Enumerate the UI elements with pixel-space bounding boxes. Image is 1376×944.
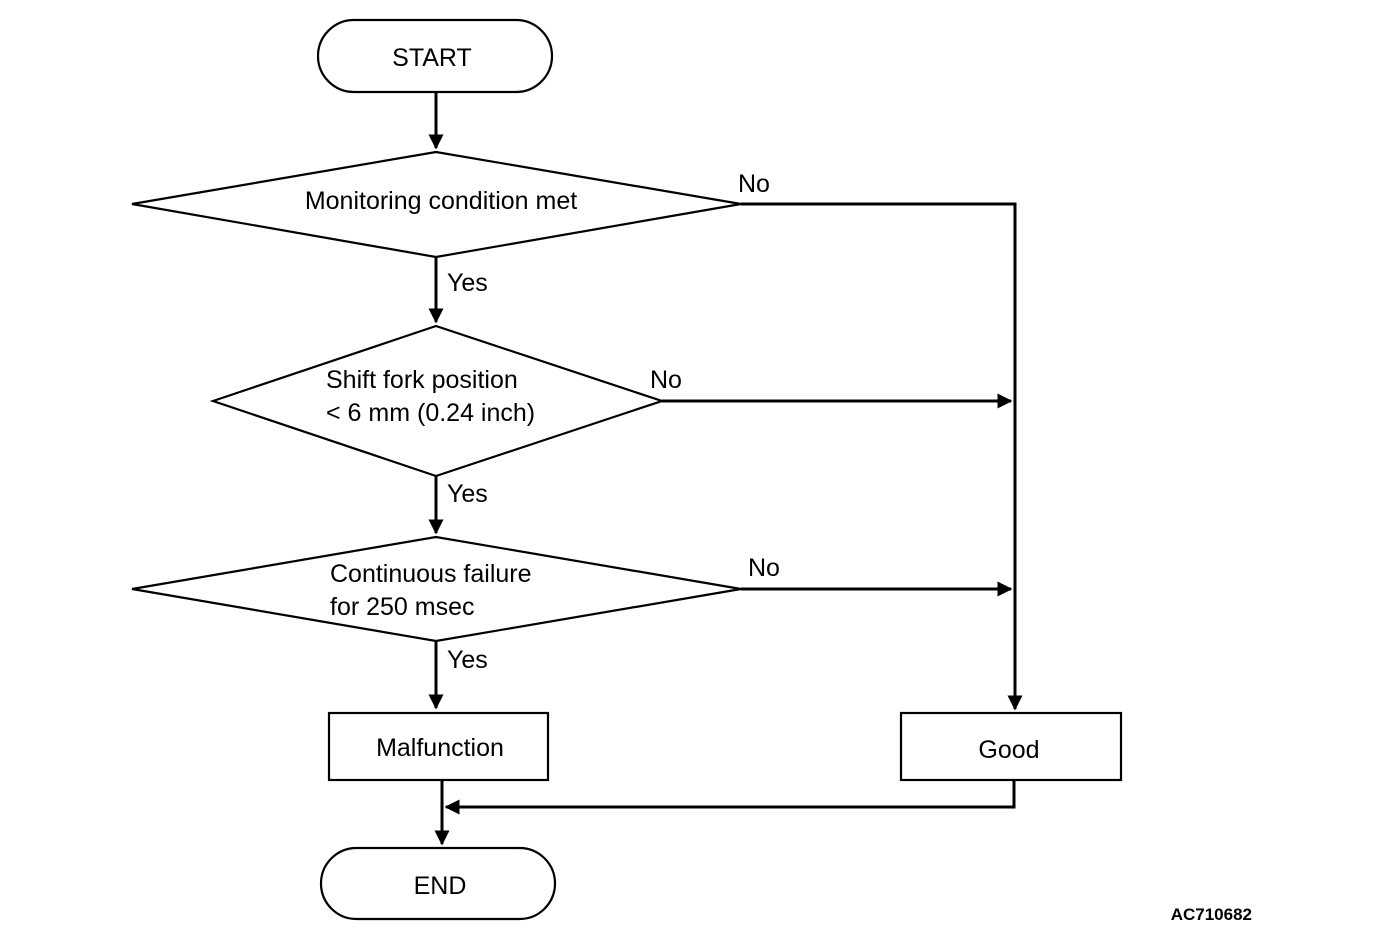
good-box: Good xyxy=(899,711,1123,782)
decision2-text-line1: Shift fork position xyxy=(326,366,518,394)
decision3-text-line2: for 250 msec xyxy=(330,593,475,621)
decision3-no-label: No xyxy=(748,554,780,582)
decision2-yes-label: Yes xyxy=(447,480,488,508)
decision3-text-line1: Continuous failure xyxy=(330,560,532,588)
end-terminal: END xyxy=(319,846,557,921)
malfunction-box: Malfunction xyxy=(327,711,550,782)
decision2-text-line2: < 6 mm (0.24 inch) xyxy=(326,399,535,427)
figure-code: AC710682 xyxy=(1171,905,1252,924)
decision-shift-fork-position: Shift fork position < 6 mm (0.24 inch) xyxy=(209,324,666,478)
start-terminal: START xyxy=(316,18,554,94)
decision2-no-label: No xyxy=(650,366,682,394)
decision1-no-label: No xyxy=(738,170,770,198)
decision1-text-line1: Monitoring condition met xyxy=(305,187,577,215)
good-label: Good xyxy=(978,736,1039,764)
decision3-yes-label: Yes xyxy=(447,646,488,674)
end-label: END xyxy=(414,872,467,900)
connector-decision1-no-to-good xyxy=(741,202,1023,711)
decision-monitoring-condition: Monitoring condition met xyxy=(131,150,742,259)
decision-continuous-failure: Continuous failure for 250 msec xyxy=(131,535,742,643)
start-label: START xyxy=(392,44,472,72)
connector-good-to-end xyxy=(444,780,1016,815)
decision1-yes-label: Yes xyxy=(447,269,488,297)
malfunction-label: Malfunction xyxy=(376,734,504,762)
